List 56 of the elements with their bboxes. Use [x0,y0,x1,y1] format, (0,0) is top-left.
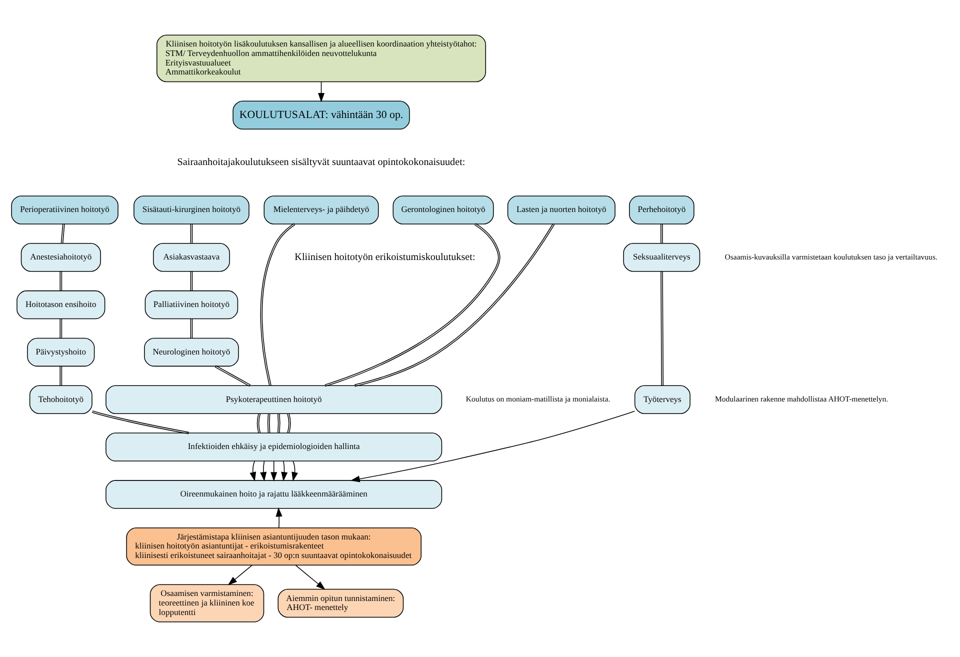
node-box: Sisätauti-kirurginen hoitotyö [134,196,250,224]
node-box: Aiemmin opitun tunnistaminen: AHOT- menettely [278,588,404,618]
node-box: Lasten ja nuorten hoitotyö [507,196,616,224]
node-box: Päivystyshoito [27,338,95,367]
node-box: Gerontologinen hoitotyö [392,196,494,224]
arrow [295,564,326,590]
connector [354,223,555,387]
arrow [281,460,288,482]
connector [278,413,280,434]
node-box: Mielenterveys- ja päihdetyö [264,196,379,224]
connector [92,410,190,434]
connector [60,224,65,244]
connector [324,223,500,387]
arrow [276,507,282,528]
node-box: Seksuaaliterveys [623,243,700,272]
label: Osaamis-kuvauksilla varmistetaan koulutuksen taso ja vertailtavuus. [724,252,938,262]
node-box: Kliinisen hoitotyön lisäkoulutuksen kansallisen ja alueellisen koordinaation yhteistyötahot: STM/ Terveydenhuollon ammattihenkilöiden neuvottelukunta Erityisvastuualueet Ammattikorkeakoulut [156,34,486,82]
node-box: Järjestämistapa kliinisen asiantuntijuuden tason mukaan: kliinisen hoitotyön asiantuntijat - erikoistumisrakenteet kliinisesti erikoistuneet sairaanhoitajat - 30 op:n suuntaavat opintokokonaisuudet [126,527,422,566]
label: Koulutus on moniam-matillista ja monialaista. [466,394,610,404]
connector [190,224,193,244]
connector [214,365,251,387]
connector [260,223,296,386]
label: Modulaarinen rakenne mahdollistaa AHOT-menettelyn. [715,394,888,404]
arrow [250,460,256,482]
node-box: Psykoterapeuttinen hoitotyö [106,385,442,414]
arrow [228,564,252,586]
node-box: Infektioiden ehkäisy ja epidemiologioiden hallinta [106,432,442,462]
node-box: Työterveys [634,385,690,414]
arrow [270,460,278,482]
node-box: Hoitotason ensihoito [16,290,106,320]
label: Kliinisen hoitotyön erikoistumiskoulutukset: [294,252,476,264]
connector [287,413,291,434]
node-box: Neurologinen hoitotyö [144,338,239,367]
connector [60,318,62,338]
connector [60,271,62,292]
node-box: Osaamisen varmistaminen: teoreettinen ja kliininen koe lopputentti [150,584,264,622]
node-box: Perioperatiivinen hoitotyö [11,196,118,224]
connector [190,271,193,292]
connector [190,318,193,338]
connector [256,413,261,434]
node-box: Palliatiivinen hoitotyö [144,290,238,320]
label: Sairaanhoitajakoulutukseen sisältyvät suuntaavat opintokokonaisuudet: [177,157,466,168]
node-box: Oireenmukainen hoito ja rajattu lääkkeenmäärääminen [106,480,442,509]
arrow [292,460,298,482]
arrow [350,410,636,482]
node-box: Tehohoitotyö [29,385,92,414]
arrow [318,82,325,102]
node-box: Anestesiahoitotyö [20,243,101,272]
node-box: Perhehoitotyö [629,196,694,224]
connector [660,271,664,386]
connector [60,366,62,386]
node-box: KOULUTUSALAT: vähintään 30 op. [232,100,410,130]
connector [660,224,663,244]
connector [267,413,270,434]
arrow [260,460,267,482]
node-box: Asiakasvastaava [153,243,230,272]
